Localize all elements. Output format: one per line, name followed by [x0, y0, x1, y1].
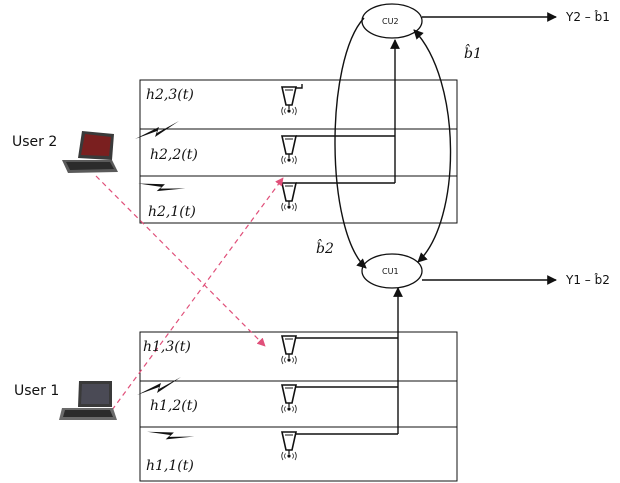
antenna-icon-2-2 — [280, 135, 298, 165]
channel-label-h13: h1,3(t) — [143, 339, 191, 355]
user1-label: User 1 — [14, 383, 59, 399]
cu1-node — [361, 253, 423, 289]
b1-label: b̂1 — [464, 43, 482, 62]
user2-laptop-icon — [62, 131, 118, 173]
user1-laptop-icon — [59, 381, 117, 420]
channel-label-h11: h1,1(t) — [146, 458, 194, 474]
user1-antenna-cluster — [139, 331, 458, 482]
antenna-icon-1-1 — [280, 431, 298, 461]
lower-link-bolt2-icon — [147, 415, 195, 453]
b1-exchange-arrow — [413, 29, 452, 263]
cross-link-lines — [95, 175, 284, 411]
cu2-label: CU2 — [382, 17, 399, 26]
b2-exchange-arrow — [334, 17, 367, 269]
upper-backhaul-lines — [296, 39, 400, 184]
channel-label-h12: h1,2(t) — [150, 398, 198, 414]
channel-label-h21: h2,1(t) — [148, 204, 196, 220]
upper-link-bolt2-icon — [138, 167, 186, 205]
cu2-output-label: Y2 – b̂1 — [565, 10, 610, 24]
cu1-label: CU1 — [382, 267, 399, 276]
upper-link-bolt-icon — [135, 121, 179, 139]
antenna-icon-2-3 — [280, 86, 298, 116]
user2-antenna-cluster — [139, 79, 458, 224]
cu1-output-label: Y1 – b̂2 — [565, 273, 610, 287]
antenna-icon-1-2 — [280, 384, 298, 414]
lower-backhaul-lines — [296, 287, 403, 435]
antenna-icon-2-1 — [280, 182, 298, 212]
user2-label: User 2 — [12, 134, 57, 150]
channel-label-h23: h2,3(t) — [146, 87, 194, 103]
lower-link-bolt-icon — [137, 377, 181, 395]
antenna-icon-1-3 — [280, 335, 298, 365]
b2-label: b̂2 — [316, 238, 334, 257]
channel-label-h22: h2,2(t) — [150, 147, 198, 163]
